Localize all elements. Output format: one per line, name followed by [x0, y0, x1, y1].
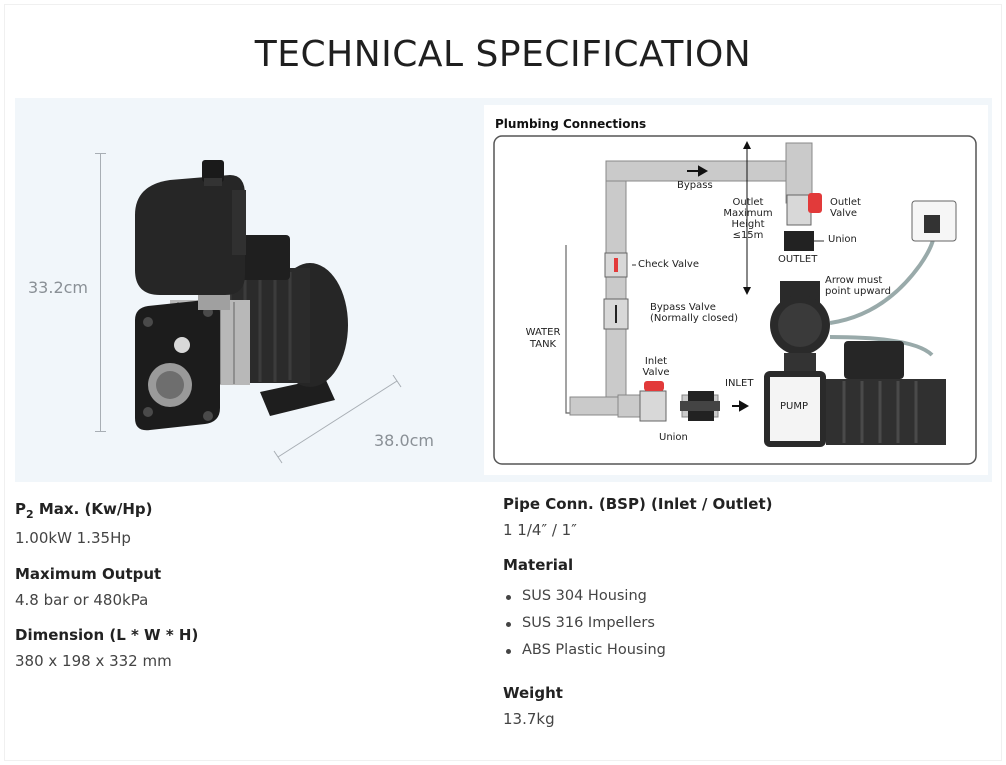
- pump-label: PUMP: [780, 401, 809, 412]
- bypass-label: Bypass: [677, 180, 713, 191]
- water-tank-line-2: TANK: [529, 339, 557, 350]
- spec-power-label-main: P: [15, 500, 26, 518]
- arrow-note-label: Arrow must point upward: [825, 275, 891, 297]
- pump-product-image: [135, 160, 348, 431]
- height-dimension-cap-top: [95, 153, 106, 154]
- water-tank-line-1: WATER: [525, 327, 561, 338]
- spec-power: P2 Max. (Kw/Hp) 1.00kW 1.35Hp: [15, 500, 152, 547]
- spec-pipe: Pipe Conn. (BSP) (Inlet / Outlet) 1 1/4″…: [503, 495, 773, 539]
- spec-output-value: 4.8 bar or 480kPa: [15, 591, 149, 609]
- outlet-label: OUTLET: [778, 254, 818, 265]
- outlet-height-line-3: Height: [731, 219, 765, 230]
- spec-power-label-sub: 2: [26, 508, 34, 521]
- outlet-valve-line-1: Outlet: [830, 197, 861, 208]
- inlet-valve-line-1: Inlet: [644, 356, 668, 367]
- spec-output-label: Maximum Output: [15, 565, 162, 583]
- list-item: SUS 316 Impellers: [503, 615, 666, 631]
- union-top-label: Union: [828, 234, 857, 245]
- arrow-note-line-2: point upward: [825, 286, 891, 297]
- bypass-valve-label: Bypass Valve (Normally closed): [650, 302, 738, 324]
- union-bottom-label: Union: [659, 432, 688, 443]
- spec-weight: Weight 13.7kg: [503, 684, 563, 728]
- length-dimension-label: 38.0cm: [374, 431, 435, 450]
- list-item: ABS Plastic Housing: [503, 642, 666, 658]
- inlet-valve-line-2: Valve: [642, 367, 670, 378]
- outlet-height-line-1: Outlet: [732, 197, 764, 208]
- spec-dimension: Dimension (L * W * H) 380 x 198 x 332 mm: [15, 626, 198, 670]
- inlet-label: INLET: [725, 378, 754, 389]
- outlet-height-label: Outlet Maximum Height ≤15m: [720, 197, 776, 241]
- outlet-height-line-4: ≤15m: [732, 230, 764, 241]
- outlet-height-line-2: Maximum: [723, 208, 773, 219]
- spec-power-label-rest: Max. (Kw/Hp): [33, 500, 153, 518]
- outlet-valve-label: Outlet Valve: [830, 197, 861, 219]
- arrow-note-line-1: Arrow must: [825, 275, 883, 286]
- spec-pipe-label: Pipe Conn. (BSP) (Inlet / Outlet): [503, 495, 773, 513]
- spec-weight-value: 13.7kg: [503, 710, 555, 728]
- spec-weight-label: Weight: [503, 684, 563, 702]
- height-dimension-line: [100, 153, 101, 432]
- bypass-valve-line-2: (Normally closed): [650, 313, 738, 324]
- spec-material: Material SUS 304 Housing SUS 316 Impelle…: [503, 556, 666, 669]
- spec-dimension-value: 380 x 198 x 332 mm: [15, 652, 172, 670]
- plumbing-diagram: Plumbing Connections Bypass Outlet Maxim…: [484, 105, 988, 475]
- length-dimension-line: [273, 375, 402, 464]
- spec-pipe-value: 1 1/4″ / 1″: [503, 521, 577, 539]
- water-tank-label: WATER TANK: [520, 327, 566, 351]
- outlet-valve-line-2: Valve: [830, 208, 858, 219]
- bypass-valve-line-1: Bypass Valve: [650, 302, 716, 313]
- spec-power-value: 1.00kW 1.35Hp: [15, 529, 131, 547]
- spec-output: Maximum Output 4.8 bar or 480kPa: [15, 565, 161, 609]
- page-title: TECHNICAL SPECIFICATION: [254, 34, 752, 75]
- height-dimension-label: 33.2cm: [28, 278, 89, 297]
- spec-power-label: P2 Max. (Kw/Hp): [15, 500, 152, 521]
- inlet-valve-label: Inlet Valve: [642, 356, 670, 378]
- list-item: SUS 304 Housing: [503, 588, 666, 604]
- spec-dimension-label: Dimension (L * W * H): [15, 626, 199, 644]
- material-list: SUS 304 Housing SUS 316 Impellers ABS Pl…: [503, 588, 666, 658]
- check-valve-label: Check Valve: [638, 259, 699, 270]
- height-dimension-cap-bottom: [95, 431, 106, 432]
- spec-material-label: Material: [503, 556, 574, 574]
- diagram-heading: Plumbing Connections: [495, 117, 647, 131]
